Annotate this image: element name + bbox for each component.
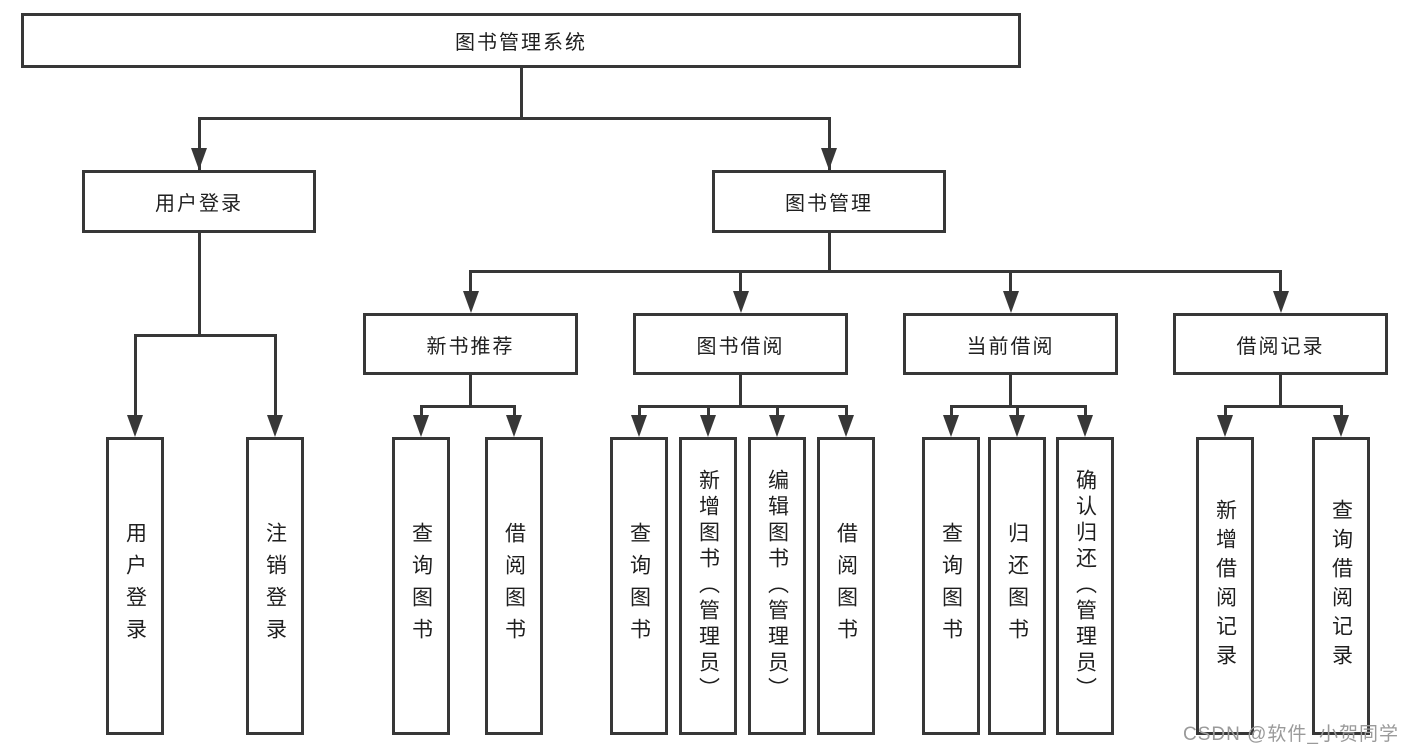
connector-line <box>469 270 472 295</box>
arrow-down-icon <box>769 415 785 437</box>
connector-line <box>637 405 848 408</box>
connector-line <box>1339 405 1343 419</box>
connector-line <box>1083 405 1087 419</box>
leaf-query-books-recommendation: 查询图书 <box>392 437 450 735</box>
connector-line <box>1223 405 1227 419</box>
connector-line <box>739 270 742 295</box>
leaf-borrow-books-recommendation: 借阅图书 <box>485 437 543 735</box>
connector-line <box>419 405 423 419</box>
connector-line <box>1009 270 1012 295</box>
connector-line <box>1223 405 1343 408</box>
connector-line <box>1279 375 1282 408</box>
connector-line <box>949 405 953 419</box>
leaf-query-borrowing-record: 查询借阅记录 <box>1312 437 1370 735</box>
arrow-down-icon <box>1077 415 1093 437</box>
connector-line <box>706 405 710 419</box>
connector-line <box>419 405 516 408</box>
arrow-down-icon <box>631 415 647 437</box>
node-borrowing-records: 借阅记录 <box>1173 313 1388 375</box>
connector-line <box>637 405 641 419</box>
arrow-down-icon <box>191 148 207 170</box>
leaf-query-books-borrowing: 查询图书 <box>610 437 668 735</box>
connector-line <box>197 117 831 120</box>
arrow-down-icon <box>1009 415 1025 437</box>
node-current-borrowing: 当前借阅 <box>903 313 1118 375</box>
csdn-watermark: CSDN @软件_小贺同学 <box>1183 724 1399 745</box>
node-user-login: 用户登录 <box>82 170 316 233</box>
connector-line <box>197 117 201 170</box>
connector-line <box>739 375 742 408</box>
connector-line <box>844 405 848 419</box>
arrow-down-icon <box>267 415 283 437</box>
arrow-down-icon <box>506 415 522 437</box>
arrow-down-icon <box>700 415 716 437</box>
arrow-down-icon <box>413 415 429 437</box>
node-book-borrowing: 图书借阅 <box>633 313 848 375</box>
node-root-library-system: 图书管理系统 <box>21 13 1021 68</box>
connector-line <box>519 68 523 120</box>
node-book-management: 图书管理 <box>712 170 946 233</box>
leaf-logout: 注销登录 <box>246 437 304 735</box>
connector-line <box>512 405 516 419</box>
connector-line <box>1279 270 1282 295</box>
connector-line <box>469 270 1282 273</box>
arrow-down-icon <box>1002 291 1019 313</box>
arrow-down-icon <box>821 148 837 170</box>
arrow-down-icon <box>127 415 143 437</box>
leaf-add-borrowing-record: 新增借阅记录 <box>1196 437 1254 735</box>
connector-line <box>827 117 831 170</box>
arrow-down-icon <box>838 415 854 437</box>
arrow-down-icon <box>1272 291 1289 313</box>
connector-line <box>133 334 277 337</box>
leaf-edit-books-admin: 编辑图书（管理员） <box>748 437 806 735</box>
connector-line <box>827 233 831 273</box>
arrow-down-icon <box>732 291 749 313</box>
leaf-borrow-books-borrowing: 借阅图书 <box>817 437 875 735</box>
leaf-query-books-current: 查询图书 <box>922 437 980 735</box>
arrow-down-icon <box>1333 415 1349 437</box>
node-new-book-recommendation: 新书推荐 <box>363 313 578 375</box>
connector-line <box>1015 405 1019 419</box>
connector-line <box>1009 375 1012 408</box>
arrow-down-icon <box>462 291 479 313</box>
connector-line <box>469 375 472 408</box>
connector-line <box>273 334 277 419</box>
connector-line <box>133 334 137 419</box>
arrow-down-icon <box>1217 415 1233 437</box>
arrow-down-icon <box>943 415 959 437</box>
leaf-return-books: 归还图书 <box>988 437 1046 735</box>
connector-line <box>197 233 201 337</box>
connector-line <box>775 405 779 419</box>
leaf-confirm-return-admin: 确认归还（管理员） <box>1056 437 1114 735</box>
leaf-user-login: 用户登录 <box>106 437 164 735</box>
leaf-add-books-admin: 新增图书（管理员） <box>679 437 737 735</box>
